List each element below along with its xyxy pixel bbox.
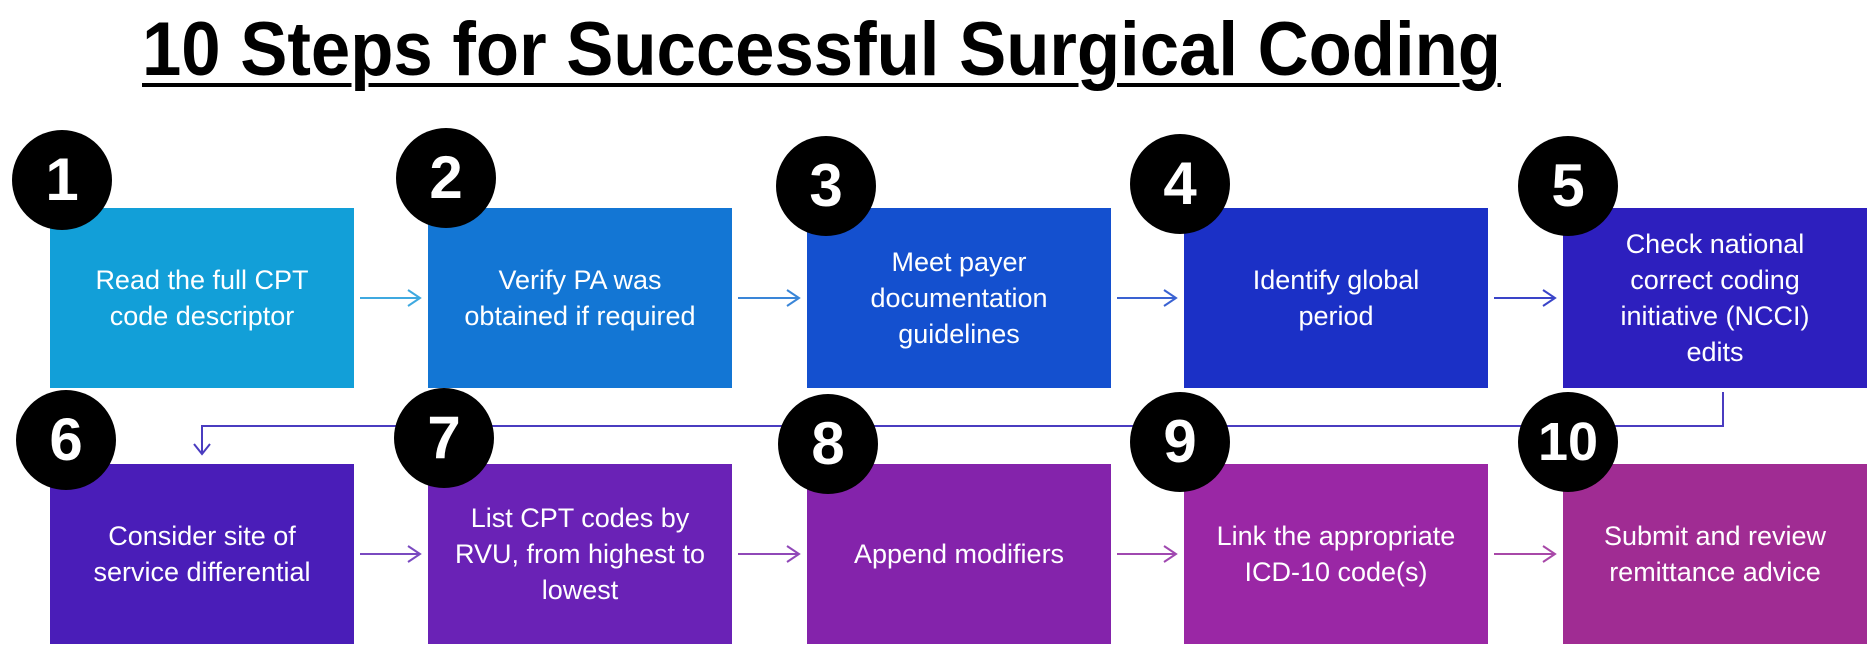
step-number-badge-1: 1: [12, 130, 112, 230]
step-text: List CPT codes by RVU, from highest to l…: [454, 503, 706, 605]
step-box-2: Verify PA was obtained if required: [428, 208, 732, 388]
arrow-head-icon: [1163, 289, 1178, 307]
arrow-head-icon: [1542, 545, 1557, 563]
step-number-badge-10: 10: [1518, 392, 1618, 492]
step-box-6: Consider site of service differential: [50, 464, 354, 644]
arrow-head-icon: [1163, 545, 1178, 563]
arrow-head-icon: [786, 289, 801, 307]
step-text: Meet payer documentation guidelines: [870, 247, 1048, 349]
step-text: Submit and review remittance advice: [1603, 521, 1827, 587]
step-text: Append modifiers: [853, 539, 1065, 569]
arrow-head-icon: [407, 545, 422, 563]
step-text: Consider site of service differential: [93, 521, 311, 587]
arrow-head-icon: [786, 545, 801, 563]
step-number-badge-7: 7: [394, 388, 494, 488]
step-number-badge-8: 8: [778, 394, 878, 494]
diagram-title: 10 Steps for Successful Surgical Coding: [142, 7, 1501, 92]
arrow-head-icon: [1542, 289, 1557, 307]
arrow-head-icon: [407, 289, 422, 307]
step-text: Identify global period: [1252, 265, 1420, 331]
step-number-badge-9: 9: [1130, 392, 1230, 492]
step-text: Link the appropriate ICD-10 code(s): [1216, 521, 1456, 587]
step-text: Verify PA was obtained if required: [464, 265, 696, 331]
arrow-head-icon: [193, 443, 211, 456]
step-box-7: List CPT codes by RVU, from highest to l…: [428, 464, 732, 644]
step-number-badge-5: 5: [1518, 136, 1618, 236]
step-text: Check national correct coding initiative…: [1620, 229, 1810, 367]
step-box-1: Read the full CPT code descriptor: [50, 208, 354, 388]
step-text: Read the full CPT code descriptor: [95, 265, 309, 331]
step-box-9: Link the appropriate ICD-10 code(s): [1184, 464, 1488, 644]
step-number-badge-4: 4: [1130, 134, 1230, 234]
step-number-badge-6: 6: [16, 390, 116, 490]
step-box-3: Meet payer documentation guidelines: [807, 208, 1111, 388]
step-number-badge-3: 3: [776, 136, 876, 236]
step-number-badge-2: 2: [396, 128, 496, 228]
step-box-4: Identify global period: [1184, 208, 1488, 388]
step-box-8: Append modifiers: [807, 464, 1111, 644]
step-box-5: Check national correct coding initiative…: [1563, 208, 1867, 388]
step-box-10: Submit and review remittance advice: [1563, 464, 1867, 644]
